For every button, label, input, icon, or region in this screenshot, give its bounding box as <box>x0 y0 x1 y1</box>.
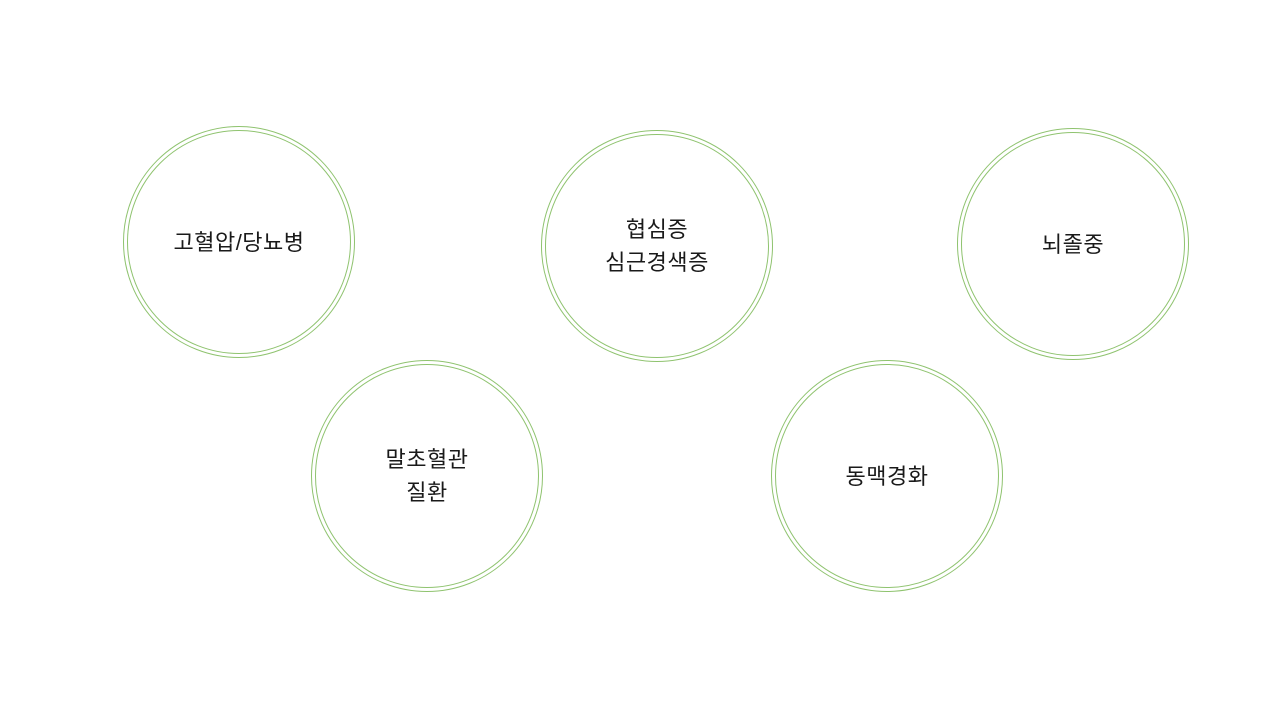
circle-label-stroke: 뇌졸중 <box>1041 231 1105 257</box>
circle-label-hypertension-diabetes: 고혈압/당뇨병 <box>173 229 305 255</box>
circle-angina-myocardial-infarction: 협심증 심근경색증 <box>541 130 773 362</box>
circle-arteriosclerosis: 동맥경화 <box>771 360 1003 592</box>
circle-stroke: 뇌졸중 <box>957 128 1189 360</box>
circle-label-peripheral-vascular-disease: 말초혈관 질환 <box>385 447 469 505</box>
circle-hypertension-diabetes: 고혈압/당뇨병 <box>123 126 355 358</box>
circle-label-arteriosclerosis: 동맥경화 <box>845 463 929 489</box>
circle-peripheral-vascular-disease: 말초혈관 질환 <box>311 360 543 592</box>
circle-label-angina-myocardial-infarction: 협심증 심근경색증 <box>605 217 709 275</box>
